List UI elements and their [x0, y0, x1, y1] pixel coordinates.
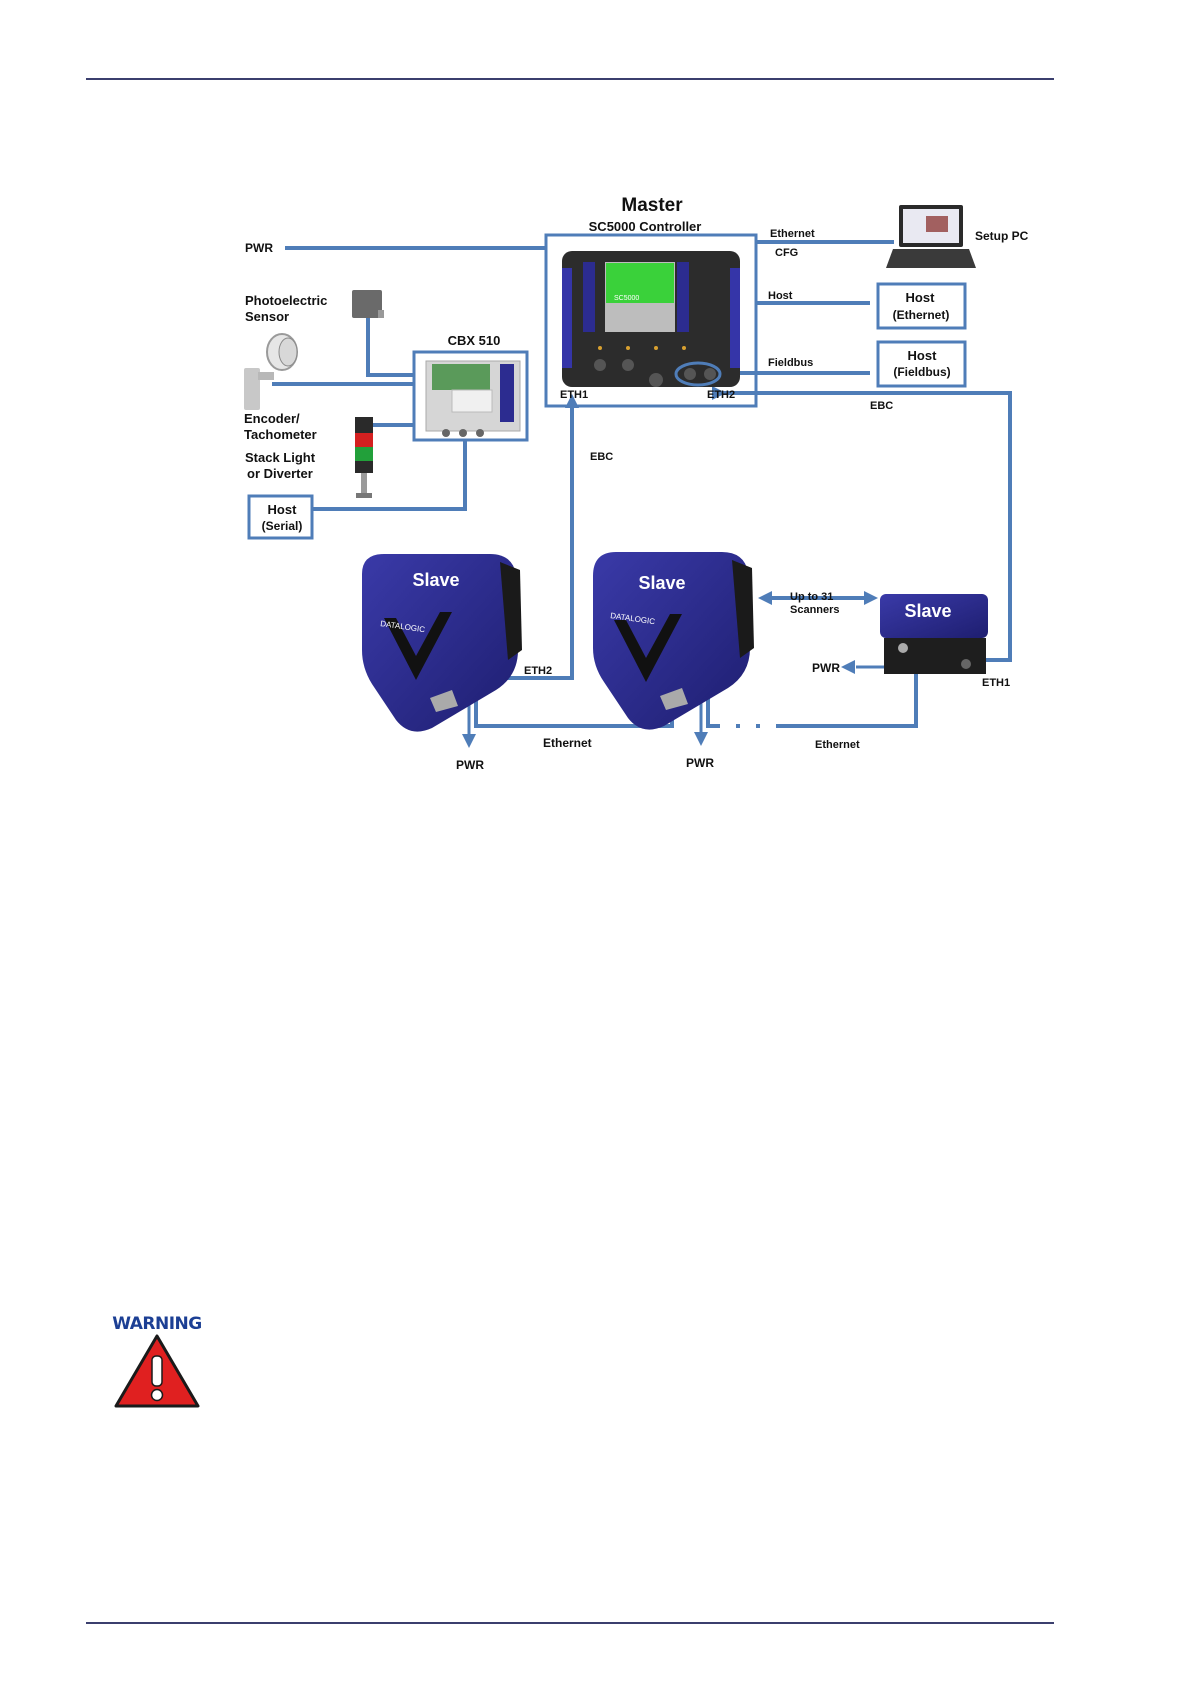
host-fieldbus-box [876, 340, 967, 388]
arrow-eth2-master [712, 386, 726, 400]
ethernet-bottom-label-2: Ethernet [815, 739, 860, 751]
slave-scanner-2: DATALOGIC [593, 552, 754, 730]
master-frame [544, 233, 758, 408]
host-fieldbus-sub: (Fieldbus) [893, 365, 950, 379]
laptop-icon [886, 205, 976, 268]
photoelectric-sensor-icon [352, 290, 384, 318]
photoelectric-label: Photoelectric [245, 293, 327, 308]
screen-model: SC5000 [614, 295, 639, 302]
encoder-label: Encoder/ [244, 411, 300, 426]
eth2-slave-label: ETH2 [524, 665, 552, 677]
slave2-label: Slave [638, 573, 685, 593]
warning-triangle-icon [114, 1334, 200, 1408]
ethernet-bottom-line-2 [706, 690, 720, 728]
slave-scanner-1: DATALOGIC [362, 554, 522, 732]
or-diverter-label: or Diverter [247, 466, 313, 481]
footer-rule [86, 1622, 1054, 1624]
cbx-label: CBX 510 [448, 333, 501, 348]
stack-light-label: Stack Light [245, 450, 316, 465]
ethernet-cfg-label: Ethernet [770, 228, 815, 240]
cbx-510-device [425, 360, 521, 437]
slave1-label: Slave [412, 570, 459, 590]
arrow-up31-left [758, 591, 772, 605]
tachometer-label: Tachometer [244, 427, 317, 442]
up-to-31-label: Up to 31 [790, 591, 833, 603]
setup-pc-label: Setup PC [975, 229, 1029, 243]
controller-label: SC5000 Controller [589, 219, 702, 234]
host-ethernet-title: Host [906, 290, 936, 305]
host-label: Host [768, 290, 793, 302]
host-serial-title: Host [268, 502, 298, 517]
cbx-frame [412, 350, 529, 442]
pwr-bottom-label-2: PWR [686, 756, 714, 770]
host-serial-box [247, 494, 314, 540]
fieldbus-label: Fieldbus [768, 357, 813, 369]
arrow-up31-right [864, 591, 878, 605]
scanners-label: Scanners [790, 604, 840, 616]
warning-label: WARNING [112, 1314, 202, 1334]
cbx-serial-line [312, 440, 467, 511]
master-title: Master [621, 195, 683, 216]
cfg-label: CFG [775, 247, 798, 259]
arrow-pwr-slave1 [462, 734, 476, 748]
arrow-pwr-slave3 [841, 660, 855, 674]
ebc-mid-line [478, 408, 574, 680]
host-ethernet-box [876, 282, 967, 330]
ebc-right-label: EBC [870, 400, 893, 412]
ebc-mid-label: EBC [590, 451, 613, 463]
pwr-bottom-label-1: PWR [456, 758, 484, 772]
arrow-pwr-slave2 [694, 732, 708, 746]
sensor-label: Sensor [245, 309, 289, 324]
network-diagram: Master SC5000 Controller SC5000 ETH1 ETH… [244, 195, 1029, 772]
slave-scanner-3 [880, 594, 988, 674]
stack-light-icon [355, 417, 373, 498]
ebc-right-line [712, 391, 1012, 662]
pwr-left-label: PWR [245, 241, 273, 255]
eth2-master-label: ETH2 [707, 389, 735, 401]
ethernet-bottom-label-1: Ethernet [543, 736, 592, 750]
header-rule [86, 78, 1054, 80]
host-serial-sub: (Serial) [262, 519, 303, 533]
eth1-slave-label: ETH1 [982, 677, 1010, 689]
ethernet-to-slave3 [780, 672, 918, 728]
encoder-icon [244, 333, 298, 410]
warning-block: WARNING [112, 1314, 202, 1414]
host-fieldbus-title: Host [908, 348, 938, 363]
photo-cbx-line [366, 310, 414, 377]
host-ethernet-sub: (Ethernet) [893, 308, 950, 322]
sc5000-controller: SC5000 [562, 251, 740, 387]
eth2-highlight [674, 361, 722, 387]
slave3-label: Slave [904, 601, 951, 621]
pwr-slave3-label: PWR [812, 661, 840, 675]
eth1-master-label: ETH1 [560, 389, 588, 401]
